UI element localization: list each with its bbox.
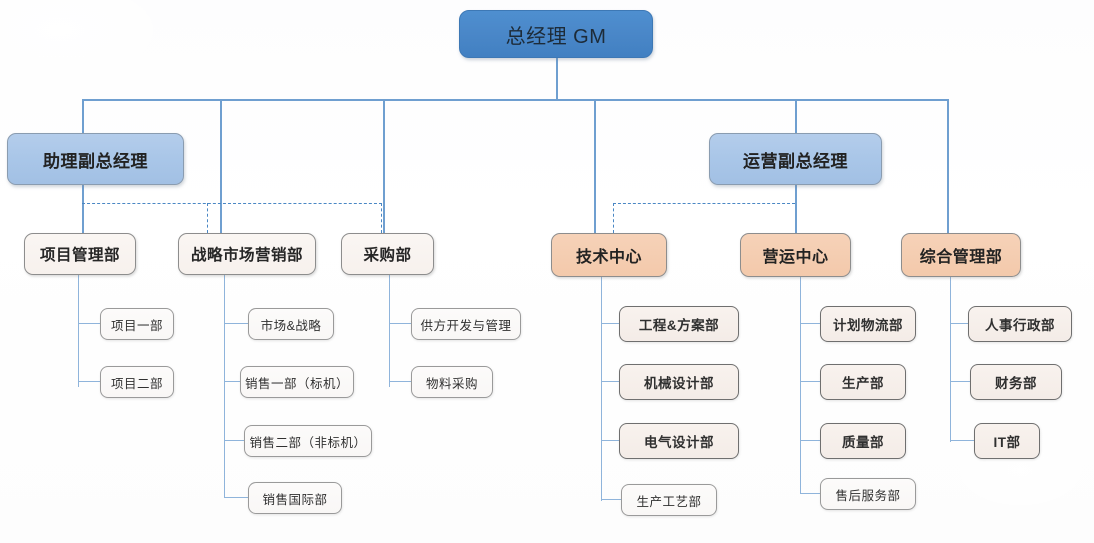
connector-branch-pm1: [78, 323, 100, 325]
node-general-administration-dept[interactable]: 综合管理部: [901, 233, 1021, 277]
node-operations-vice-gm[interactable]: 运营副总经理: [709, 133, 882, 185]
node-production-dept[interactable]: 生产部: [820, 364, 906, 400]
connector-spine-ops: [800, 277, 802, 494]
node-assistant-vice-gm[interactable]: 助理副总经理: [7, 133, 184, 185]
connector-drop-smk: [220, 99, 222, 233]
node-mechanical-design-dept[interactable]: 机械设计部: [619, 364, 739, 400]
dashed-connector-avp-smk: [207, 203, 208, 233]
connector-branch-ad1: [950, 323, 968, 325]
connector-avp-to-pm: [82, 185, 84, 233]
connector-branch-te3: [601, 440, 619, 442]
dashed-connector-ovp-tech: [613, 203, 614, 233]
node-electrical-design-dept[interactable]: 电气设计部: [619, 423, 739, 459]
node-quality-dept[interactable]: 质量部: [820, 423, 906, 459]
node-purchasing-dept[interactable]: 采购部: [341, 233, 434, 275]
connector-branch-ad3: [950, 440, 974, 442]
connector-drop-ovp: [795, 99, 797, 133]
node-market-strategy[interactable]: 市场&战略: [248, 308, 334, 340]
connector-branch-op4: [800, 493, 820, 495]
connector-spine-tech: [601, 277, 603, 501]
node-project-dept-1[interactable]: 项目一部: [100, 308, 174, 340]
connector-branch-te2: [601, 381, 619, 383]
connector-spine-purch: [389, 275, 391, 387]
node-supplier-development-management[interactable]: 供方开发与管理: [411, 308, 521, 340]
node-operations-center[interactable]: 营运中心: [740, 233, 851, 277]
node-technology-center[interactable]: 技术中心: [551, 233, 667, 277]
connector-drop-tech: [594, 99, 596, 233]
connector-branch-te1: [601, 323, 619, 325]
connector-spine-pm: [78, 275, 80, 387]
node-after-sales-service-dept[interactable]: 售后服务部: [820, 478, 916, 510]
dashed-connector-ovp-bus: [613, 203, 795, 204]
dashed-connector-avp-bus: [82, 203, 382, 204]
connector-ovp-to-ops: [795, 185, 797, 233]
connector-branch-mk4: [224, 497, 248, 499]
connector-branch-mk1: [224, 323, 248, 325]
connector-branch-pu1: [389, 323, 411, 325]
connector-spine-admin: [950, 277, 952, 442]
node-sales-dept-2-nonstandard[interactable]: 销售二部（非标机）: [244, 425, 372, 457]
connector-branch-mk2: [224, 381, 248, 383]
node-sales-dept-1-standard[interactable]: 销售一部（标机）: [240, 366, 354, 398]
connector-branch-op3: [800, 440, 820, 442]
connector-drop-admin: [947, 99, 949, 233]
connector-drop-avp: [82, 99, 84, 133]
node-hr-administration-dept[interactable]: 人事行政部: [968, 306, 1072, 342]
connector-branch-op1: [800, 323, 820, 325]
dashed-connector-avp-purch: [381, 203, 382, 233]
node-material-purchasing[interactable]: 物料采购: [411, 366, 493, 398]
node-finance-dept[interactable]: 财务部: [970, 364, 1062, 400]
connector-branch-op2: [800, 381, 820, 383]
connector-spine-smk: [224, 275, 226, 498]
connector-branch-ad2: [950, 381, 970, 383]
connector-branch-pu2: [389, 381, 411, 383]
connector-gm-stem: [556, 58, 558, 100]
connector-drop-purch: [383, 99, 385, 233]
node-production-process-dept[interactable]: 生产工艺部: [621, 484, 717, 516]
connector-branch-mk3: [224, 440, 244, 442]
node-project-management-dept[interactable]: 项目管理部: [24, 233, 136, 275]
connector-branch-te4: [601, 499, 621, 501]
node-gm[interactable]: 总经理 GM: [459, 10, 653, 58]
node-project-dept-2[interactable]: 项目二部: [100, 366, 174, 398]
node-strategic-marketing-dept[interactable]: 战略市场营销部: [178, 233, 316, 275]
node-it-dept[interactable]: IT部: [974, 423, 1040, 459]
node-engineering-solution-dept[interactable]: 工程&方案部: [619, 306, 739, 342]
node-planning-logistics-dept[interactable]: 计划物流部: [820, 306, 916, 342]
connector-top-bus: [82, 99, 948, 101]
connector-branch-pm2: [78, 381, 100, 383]
node-international-sales-dept[interactable]: 销售国际部: [248, 482, 342, 514]
